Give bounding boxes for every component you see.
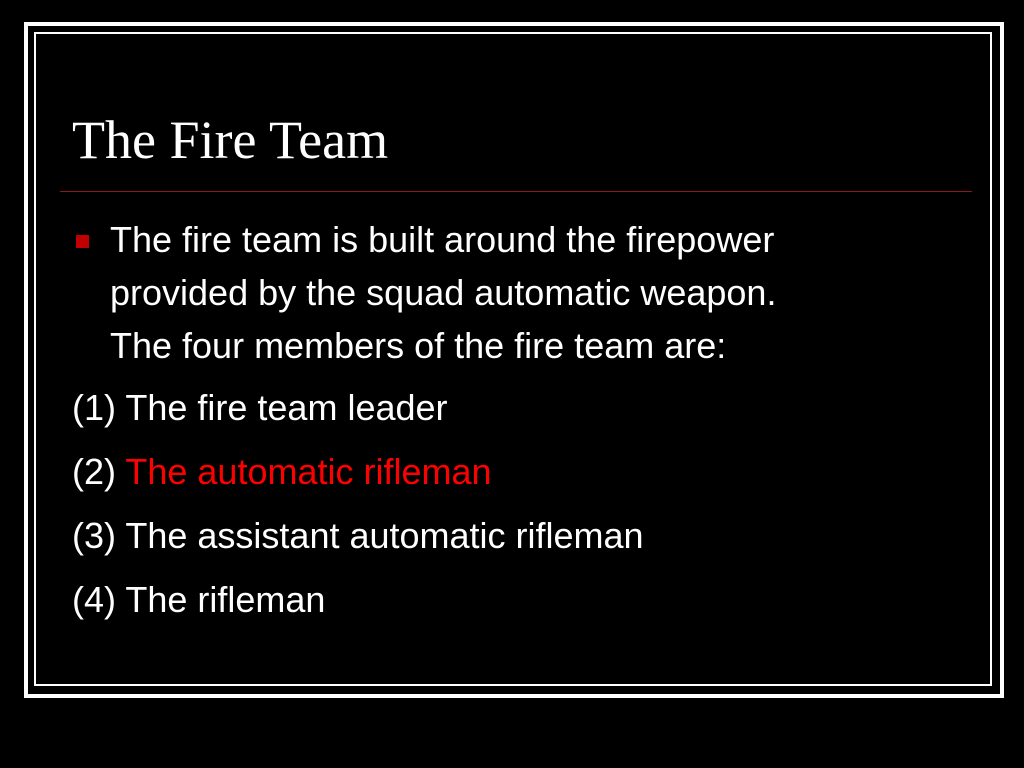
list-item-automatic-rifleman: (2) The automatic rifleman bbox=[72, 450, 492, 494]
list-item-text: The rifleman bbox=[125, 579, 326, 620]
bullet-line: The fire team is built around the firepo… bbox=[110, 219, 775, 260]
list-item-number: (2) bbox=[72, 451, 116, 492]
slide-inner-border bbox=[34, 32, 992, 686]
bullet-line: provided by the squad automatic weapon. bbox=[110, 272, 777, 313]
list-item-text: The fire team leader bbox=[125, 387, 448, 428]
list-item-number: (4) bbox=[72, 579, 116, 620]
list-item-number: (3) bbox=[72, 515, 116, 556]
list-item-assistant-automatic-rifleman: (3) The assistant automatic rifleman bbox=[72, 514, 644, 558]
bullet-text: The fire team is built around the firepo… bbox=[110, 213, 776, 372]
list-item-text-highlighted: The automatic rifleman bbox=[125, 451, 492, 492]
slide-title: The Fire Team bbox=[72, 110, 389, 170]
list-item-fire-team-leader: (1) The fire team leader bbox=[72, 386, 448, 430]
bullet-line: The four members of the fire team are: bbox=[110, 325, 727, 366]
slide-outer-border bbox=[24, 22, 1004, 698]
list-item-rifleman: (4) The rifleman bbox=[72, 578, 325, 622]
list-item-text: The assistant automatic rifleman bbox=[125, 515, 644, 556]
list-item-number: (1) bbox=[72, 387, 116, 428]
square-bullet-icon bbox=[76, 235, 89, 248]
title-divider bbox=[60, 191, 972, 192]
